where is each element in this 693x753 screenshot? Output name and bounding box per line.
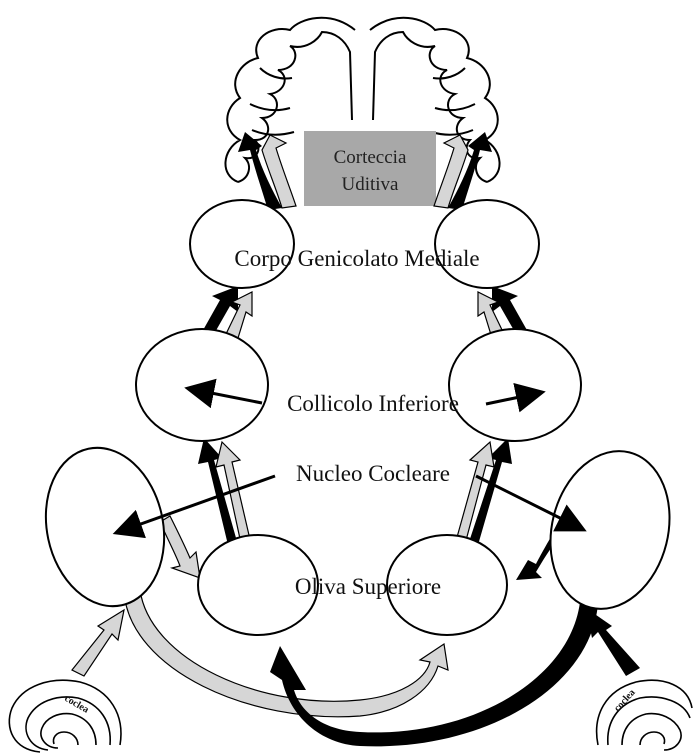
left-mgb-ellipse bbox=[190, 200, 294, 288]
right-ic-ellipse bbox=[449, 329, 581, 441]
left-cochlea-label: coclea bbox=[63, 693, 91, 716]
left-cochlea-to-cn-grey-arrow bbox=[72, 610, 124, 676]
ic-label: Collicolo Inferiore bbox=[287, 391, 459, 416]
cn-label: Nucleo Cocleare bbox=[296, 461, 450, 486]
left-cochlea bbox=[9, 680, 121, 752]
left-cn-to-left-so-grey-arrow bbox=[160, 516, 200, 578]
right-cochlea bbox=[597, 680, 692, 750]
left-ic-ellipse bbox=[136, 329, 268, 441]
cortex-label-line2: Uditiva bbox=[342, 174, 400, 195]
left-cn-ellipse bbox=[32, 437, 179, 618]
mgb-label: Corpo Genicolato Mediale bbox=[234, 246, 479, 271]
so-label: Oliva Superiore bbox=[295, 574, 441, 599]
right-cochlea-to-cn-black-arrow bbox=[586, 608, 640, 676]
cortex-label-line1: Corteccia bbox=[334, 147, 407, 168]
right-cn-ellipse bbox=[534, 438, 685, 621]
right-mgb-ellipse bbox=[435, 200, 539, 288]
